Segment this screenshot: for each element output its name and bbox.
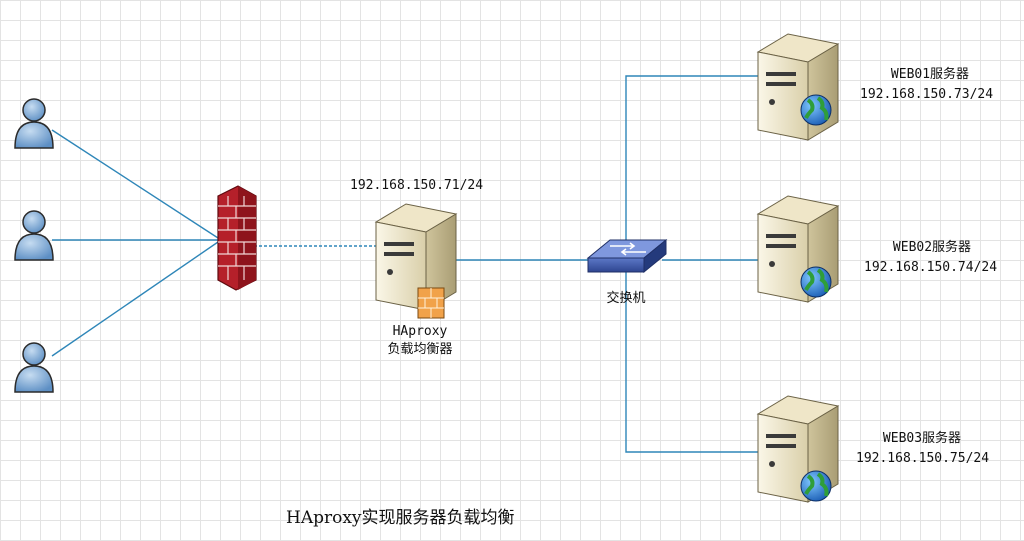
link-user3-firewall: [51, 241, 219, 357]
link-switch-web01: [625, 75, 766, 250]
web-server-icon: [756, 195, 840, 303]
haproxy-name-label: HAproxy: [392, 324, 448, 339]
firewall-icon: [217, 185, 257, 291]
web01-ip-label: 192.168.150.73/24: [860, 87, 994, 102]
globe-icon: [800, 266, 832, 298]
web02-ip-label: 192.168.150.74/24: [864, 260, 998, 275]
globe-icon: [800, 94, 832, 126]
web-server-icon: [756, 33, 840, 141]
web03-ip-label: 192.168.150.75/24: [856, 451, 990, 466]
firewall-badge-icon: [417, 287, 445, 319]
globe-icon: [800, 470, 832, 502]
web03-name-label: WEB03服务器: [882, 431, 962, 446]
server-icon: [374, 203, 458, 319]
user-icon: [14, 342, 54, 393]
switch-icon: [586, 238, 668, 274]
link-user1-firewall: [51, 129, 219, 239]
user-icon: [14, 98, 54, 149]
haproxy-ip-label: 192.168.150.71/24: [350, 178, 484, 193]
connections: [51, 75, 766, 453]
web01-name-label: WEB01服务器: [890, 67, 970, 82]
web02-name-label: WEB02服务器: [892, 240, 972, 255]
switch-label: 交换机: [606, 291, 646, 306]
diagram-caption: HAproxy实现服务器负载均衡: [286, 508, 515, 528]
haproxy-role-label: 负载均衡器: [387, 342, 453, 357]
link-switch-web03: [625, 272, 766, 453]
web-server-icon: [756, 395, 840, 503]
user-icon: [14, 210, 54, 261]
